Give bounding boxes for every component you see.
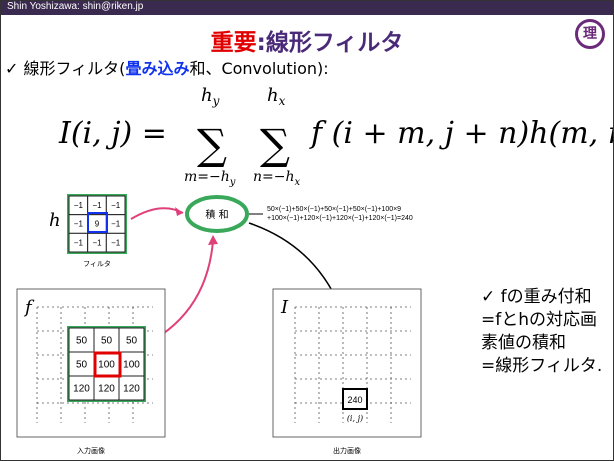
grid-cell-value: 50 (76, 335, 88, 346)
product-sum-node (185, 195, 249, 233)
note-line-4: =線形フィルタ. (481, 356, 603, 376)
check-icon: ✓ (5, 59, 19, 78)
calc-line-1: 50×(−1)+50×(−1)+50×(−1)+50×(−1)+100×9 (267, 206, 402, 213)
subtitle-pre: 線形フィルタ( (23, 59, 126, 78)
input-caption: 入力画像 (77, 446, 105, 455)
note-line-2: =fとhの対応画 (481, 310, 598, 330)
subtitle-highlight: 畳み込み (125, 59, 190, 78)
grid-cell (105, 232, 126, 253)
input-values-grid: 50 50 50 50 100 100 120 120 120 (68, 327, 145, 401)
author-credit: Shin Yoshizawa: shin@riken.jp (7, 1, 144, 12)
grid-cell-value: 120 (73, 383, 90, 394)
grid-cell-value: 50 (126, 335, 138, 346)
grid-cell-value: 9 (95, 220, 100, 229)
output-caption: 出力画像 (333, 446, 361, 455)
output-value: 240 (347, 395, 362, 405)
filter-arrow (130, 207, 184, 220)
subtitle: ✓ 線形フィルタ(畳み込み和、Convolution): (5, 55, 329, 79)
grid-cell-value: −1 (111, 220, 121, 229)
grid-cell-value: −1 (74, 201, 84, 210)
output-label: I (280, 297, 289, 318)
convolution-formula: I(i, j) = hy ∑ m=−hy hx ∑ n=−hx f (i + m… (58, 85, 613, 188)
filter-arrow-head (175, 207, 183, 216)
output-image-panel (272, 288, 422, 438)
filter-label: h (49, 210, 61, 231)
grid-cell (118, 327, 145, 353)
explanation-note: ✓ fの重み付和 =fとhの対応画 素値の積和 =線形フィルタ. (481, 286, 602, 378)
filter-center-highlight (87, 212, 108, 233)
grid-cell-value: −1 (111, 201, 121, 210)
grid-cell (68, 375, 95, 401)
input-center-highlight (93, 351, 122, 378)
grid-cell-value: −1 (74, 220, 84, 229)
grid-cell-value: −1 (92, 201, 102, 210)
grid-cell-value: 100 (98, 359, 115, 370)
sum1-top: hy (201, 85, 220, 108)
filter-grid: −1 −1 −1 −1 9 −1 −1 −1 −1 (68, 195, 126, 253)
title-emphasis: 重要 (210, 30, 257, 56)
output-pixel (342, 388, 368, 410)
grid-cell-value: 120 (123, 383, 140, 394)
input-arrow-head (208, 235, 218, 245)
formula-lhs: I(i, j) = (58, 116, 167, 151)
grid-cell-value: −1 (92, 238, 102, 247)
calc-line-2: +100×(−1)+120×(−1)+120×(−1)+120×(−1)=240 (267, 215, 413, 222)
grid-cell (93, 375, 120, 401)
logo-icon: 理 (575, 19, 605, 49)
grid-cell (68, 327, 95, 353)
slide-title: 重要:線形フィルタ (1, 23, 613, 57)
header-bar (1, 1, 613, 15)
filter-caption: フィルタ (83, 259, 111, 268)
grid-cell-value: 50 (101, 335, 113, 346)
grid-cell-value: 50 (76, 359, 88, 370)
grid-cell (118, 375, 145, 401)
grid-cell-value: 100 (123, 359, 140, 370)
product-sum-label: 積 和 (205, 208, 228, 221)
grid-cell-value: 120 (98, 383, 115, 394)
sum1-bottom: m=−hy (184, 169, 236, 188)
note-line-1: ✓ fの重み付和 (481, 287, 592, 307)
subtitle-post: 和、Convolution): (189, 59, 329, 78)
output-coord: (i, j) (347, 414, 363, 423)
grid-cell-value: −1 (111, 238, 121, 247)
note-line-3: 素値の積和 (481, 333, 566, 353)
title-main: :線形フィルタ (256, 30, 404, 56)
grid-cell (93, 327, 120, 353)
sum2-top: hx (267, 85, 286, 108)
formula-rhs: f (i + m, j + n)h(m, n) (309, 116, 613, 151)
sigma-1: ∑ (197, 120, 227, 169)
grid-cell-value: −1 (74, 238, 84, 247)
sigma-2: ∑ (260, 120, 290, 169)
sum2-bottom: n=−hx (253, 169, 301, 188)
